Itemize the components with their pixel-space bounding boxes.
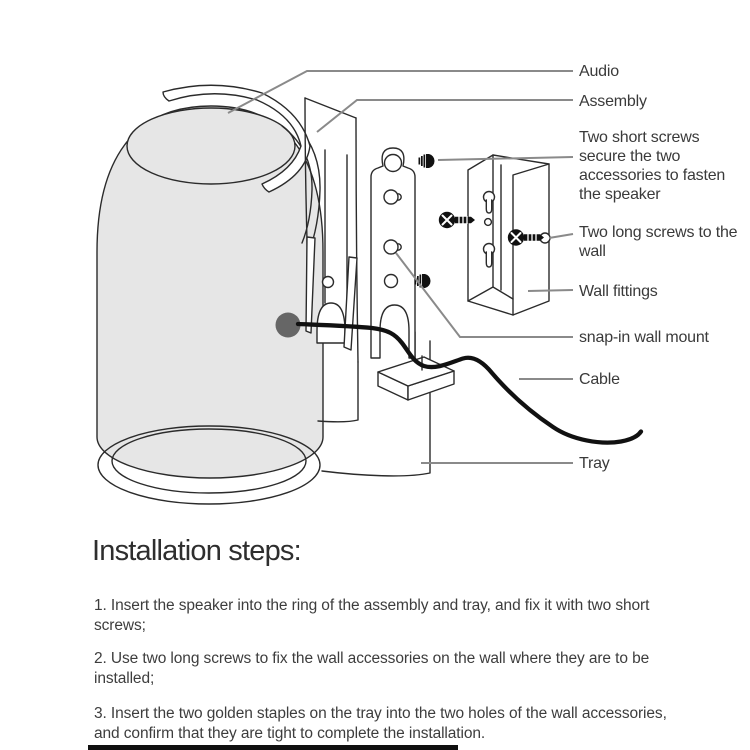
step-3: 3. Insert the two golden staples on the … xyxy=(94,704,667,742)
mounting-bracket xyxy=(370,147,416,359)
leader-assembly xyxy=(316,99,573,133)
label-tray: Tray xyxy=(579,455,610,472)
label-assembly: Assembly xyxy=(579,93,647,110)
leader-short-screws xyxy=(437,156,574,161)
leader-long-screws xyxy=(548,233,574,239)
label-cable: Cable xyxy=(579,371,620,388)
tray-box xyxy=(377,355,455,401)
label-snap-in: snap-in wall mount xyxy=(579,329,709,346)
bottom-bar xyxy=(88,745,458,750)
exploded-diagram xyxy=(96,70,644,505)
leader-lines xyxy=(227,70,574,464)
label-wall-fittings: Wall fittings xyxy=(579,283,658,300)
short-screw-top xyxy=(418,154,435,168)
top-band xyxy=(162,84,311,193)
leader-snap-in xyxy=(395,252,573,338)
tray-ring xyxy=(97,425,321,505)
leader-audio xyxy=(227,70,573,114)
long-screw-left xyxy=(438,211,475,229)
leader-wall-fittings xyxy=(527,289,574,292)
label-audio: Audio xyxy=(579,63,619,80)
cable-line xyxy=(295,321,644,445)
wall-fitting xyxy=(467,154,551,316)
label-long-screws: Two long screws to the wall xyxy=(579,224,738,260)
speaker-body xyxy=(96,105,324,479)
installation-steps-heading: Installation steps: xyxy=(92,535,302,567)
step-1: 1. Insert the speaker into the ring of t… xyxy=(94,596,650,634)
long-screw-right xyxy=(507,229,544,246)
label-short-screws: Two short screws secure the two accessor… xyxy=(579,129,726,203)
snap-in-knob xyxy=(275,312,301,338)
assembly-plate xyxy=(304,97,359,363)
step-2: 2. Use two long screws to fix the wall a… xyxy=(94,649,650,687)
